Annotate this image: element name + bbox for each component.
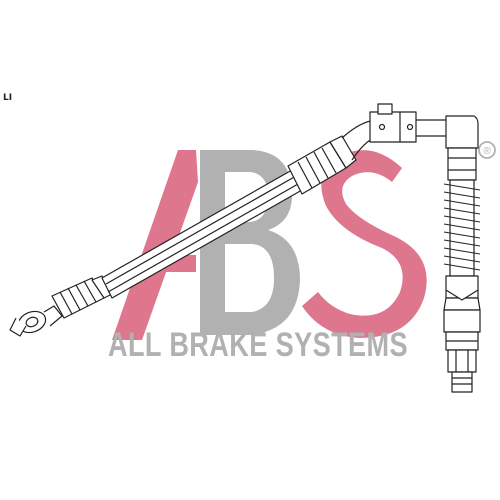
watermark-registered-symbol: ® bbox=[483, 146, 491, 157]
watermark-red-a bbox=[112, 150, 198, 340]
left-eye-fitting bbox=[9, 305, 63, 337]
watermark-red-s bbox=[302, 150, 427, 338]
steel-tube bbox=[341, 103, 450, 161]
watermark-brand-text: ALL BRAKE SYSTEMS bbox=[108, 326, 408, 364]
lower-fitting bbox=[443, 275, 481, 393]
left-ferrule bbox=[51, 275, 113, 319]
right-ferrule bbox=[287, 135, 357, 195]
vertical-fitting bbox=[445, 115, 479, 277]
brake-hose-drawing bbox=[9, 103, 481, 393]
corner-mark: LI bbox=[3, 93, 13, 103]
spring-coils bbox=[443, 183, 481, 271]
